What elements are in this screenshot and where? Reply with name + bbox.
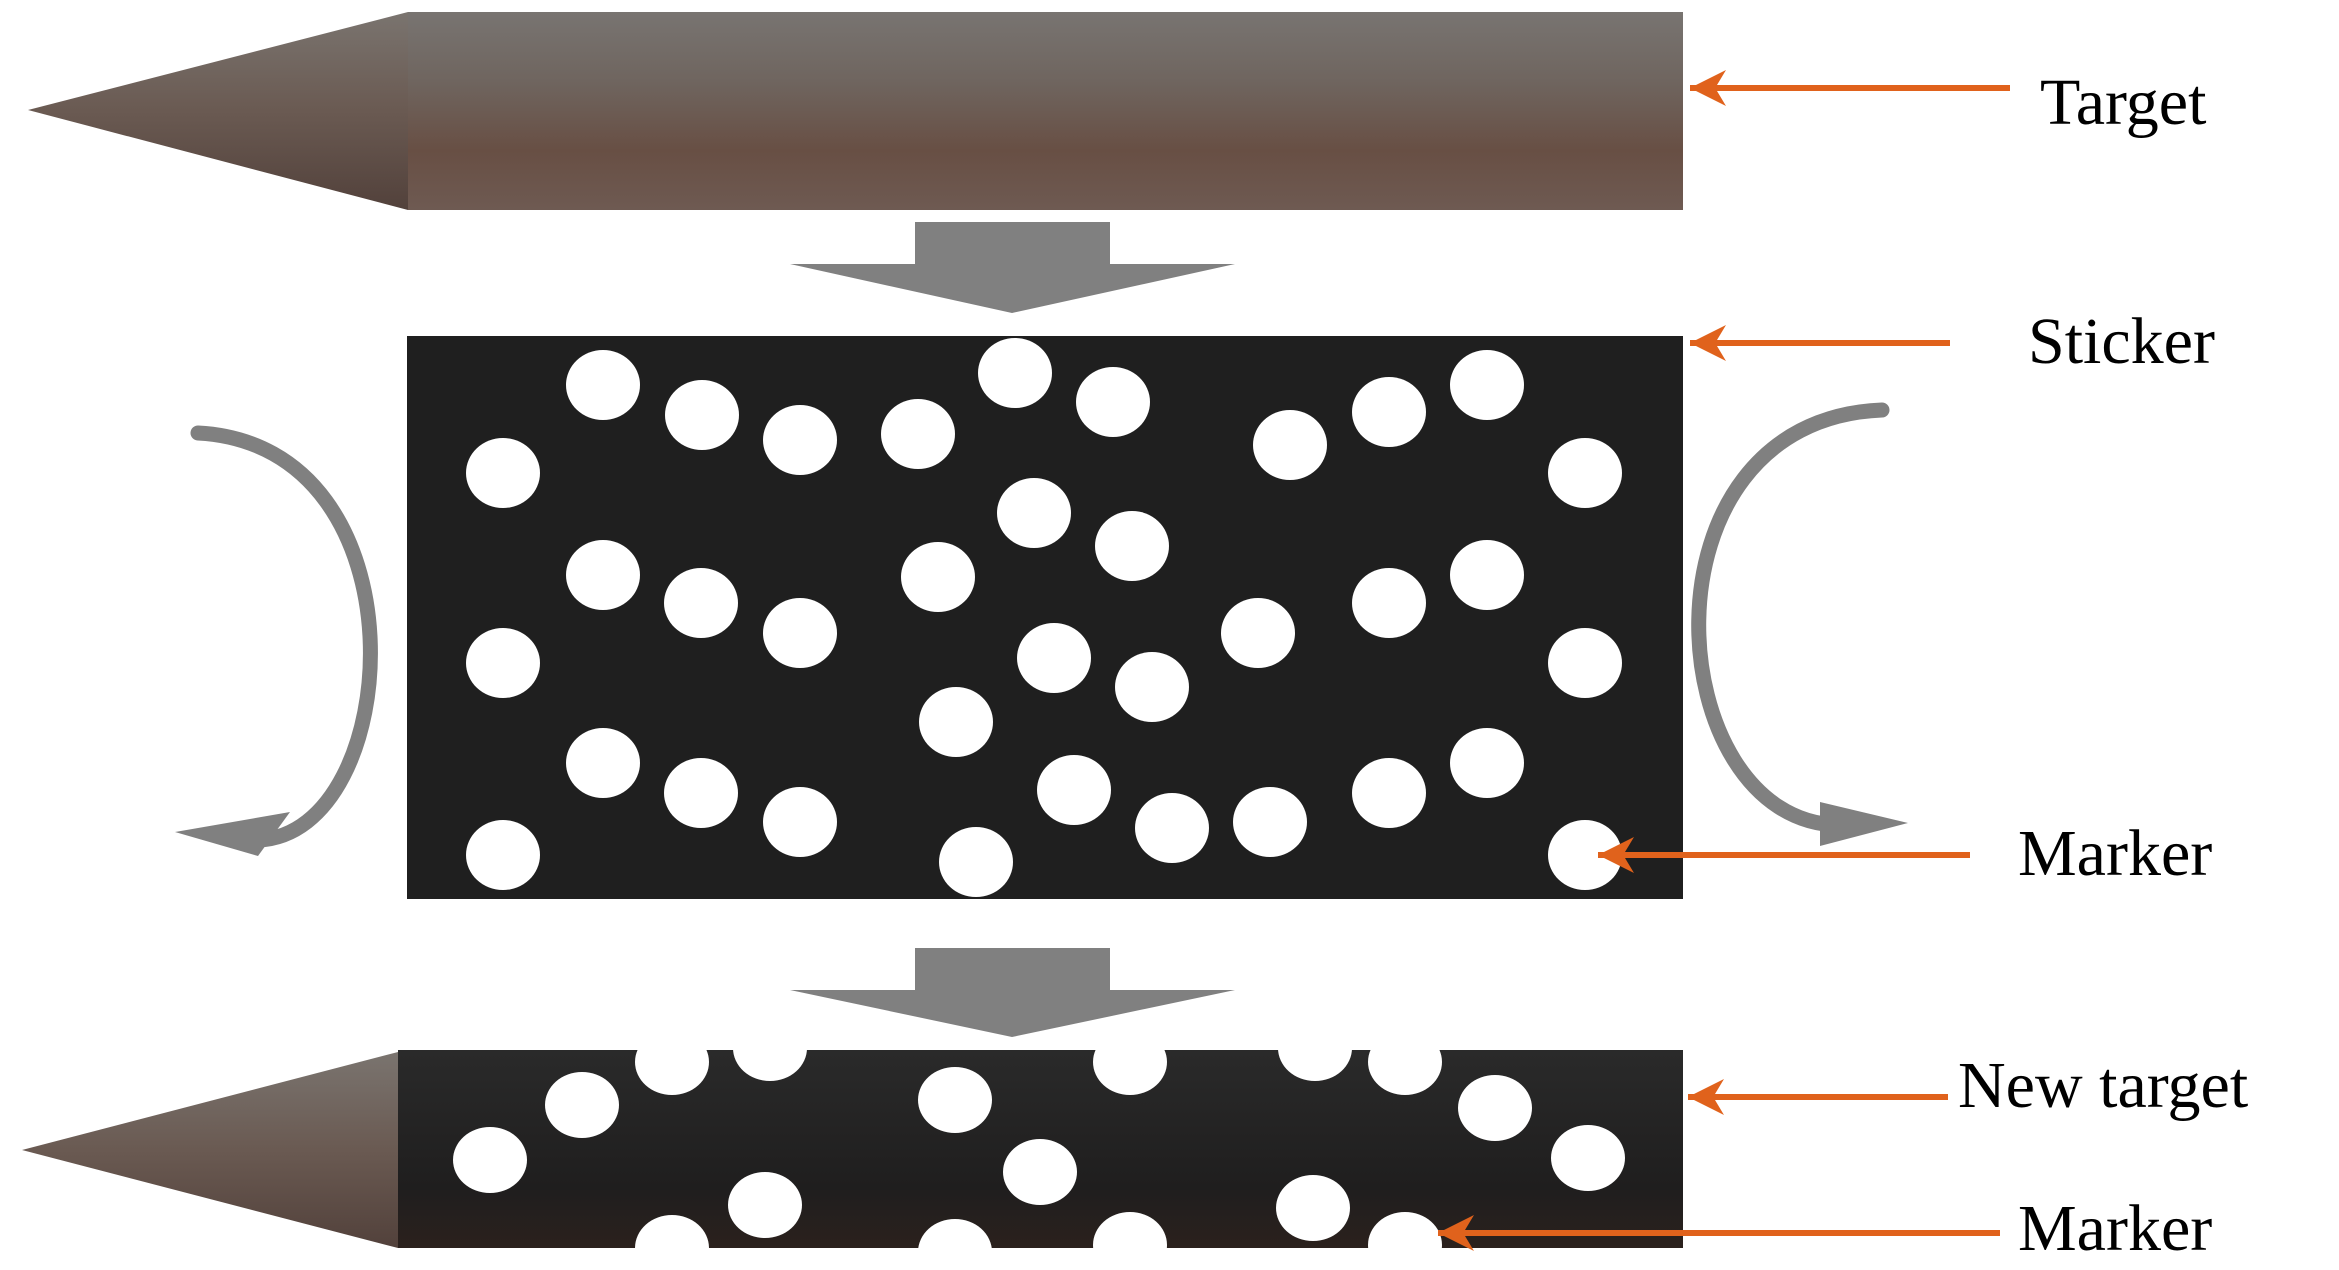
circle-marker <box>1115 652 1189 722</box>
target-rod-tip <box>28 12 408 210</box>
circle-marker <box>1093 1050 1167 1095</box>
circle-marker <box>1450 728 1524 798</box>
circle-marker <box>1352 568 1426 638</box>
pointer-arrows <box>1438 70 2010 1251</box>
circle-marker <box>635 1215 709 1250</box>
sticker-sheet <box>407 336 1683 899</box>
circle-marker <box>1017 623 1091 693</box>
circle-marker <box>1003 1139 1077 1205</box>
circle-marker <box>763 787 837 857</box>
circle-marker <box>1368 1212 1442 1250</box>
curved-arrow-icon <box>1691 402 1908 846</box>
circle-marker <box>978 338 1052 408</box>
label-target: Target <box>2040 66 2206 139</box>
circle-marker <box>918 1067 992 1133</box>
circle-marker <box>664 758 738 828</box>
circle-marker <box>1368 1050 1442 1095</box>
circle-marker <box>635 1050 709 1095</box>
down-arrow-icon <box>790 948 1235 1037</box>
label-sticker: Sticker <box>2028 305 2215 378</box>
circle-marker <box>1076 367 1150 437</box>
circle-marker <box>901 542 975 612</box>
circle-marker <box>466 820 540 890</box>
circle-marker <box>1037 755 1111 825</box>
circle-marker <box>1135 793 1209 863</box>
circle-marker <box>1450 350 1524 420</box>
circle-marker <box>997 478 1071 548</box>
target-rod <box>28 12 1683 210</box>
circle-marker <box>566 728 640 798</box>
circle-marker <box>566 540 640 610</box>
circle-marker <box>1548 628 1622 698</box>
circle-marker <box>919 687 993 757</box>
circle-marker <box>1221 598 1295 668</box>
circle-marker <box>1233 787 1307 857</box>
target-rod-body <box>408 12 1683 210</box>
circle-marker <box>1352 758 1426 828</box>
circle-marker <box>728 1172 802 1238</box>
circle-marker <box>466 628 540 698</box>
circle-marker <box>1548 438 1622 508</box>
circle-marker <box>1352 377 1426 447</box>
circle-marker <box>1093 1212 1167 1250</box>
label-marker-sticker: Marker <box>2018 817 2212 890</box>
circle-marker <box>453 1127 527 1193</box>
circle-marker <box>881 399 955 469</box>
circle-marker <box>545 1072 619 1138</box>
sticker-markers <box>466 338 1622 897</box>
new-target-rod-tip <box>22 1052 398 1248</box>
label-new-target: New target <box>1958 1049 2248 1122</box>
down-arrow-icon <box>790 222 1235 313</box>
circle-marker <box>1458 1075 1532 1141</box>
circle-marker <box>939 827 1013 897</box>
circle-marker <box>918 1219 992 1250</box>
circle-marker <box>1095 511 1169 581</box>
circle-marker <box>466 438 540 508</box>
circle-marker <box>1450 540 1524 610</box>
curved-arrow-icon <box>175 425 378 856</box>
circle-marker <box>1551 1125 1625 1191</box>
circle-marker <box>763 598 837 668</box>
circle-marker <box>1278 1050 1352 1081</box>
label-marker-new-target: Marker <box>2018 1192 2212 1265</box>
circle-marker <box>733 1050 807 1081</box>
circle-marker <box>1253 410 1327 480</box>
new-target-rod <box>22 1050 1683 1250</box>
circle-marker <box>664 568 738 638</box>
circle-marker <box>1276 1175 1350 1241</box>
new-target-markers <box>453 1050 1625 1250</box>
circle-marker <box>566 350 640 420</box>
circle-marker <box>763 405 837 475</box>
circle-marker <box>665 380 739 450</box>
